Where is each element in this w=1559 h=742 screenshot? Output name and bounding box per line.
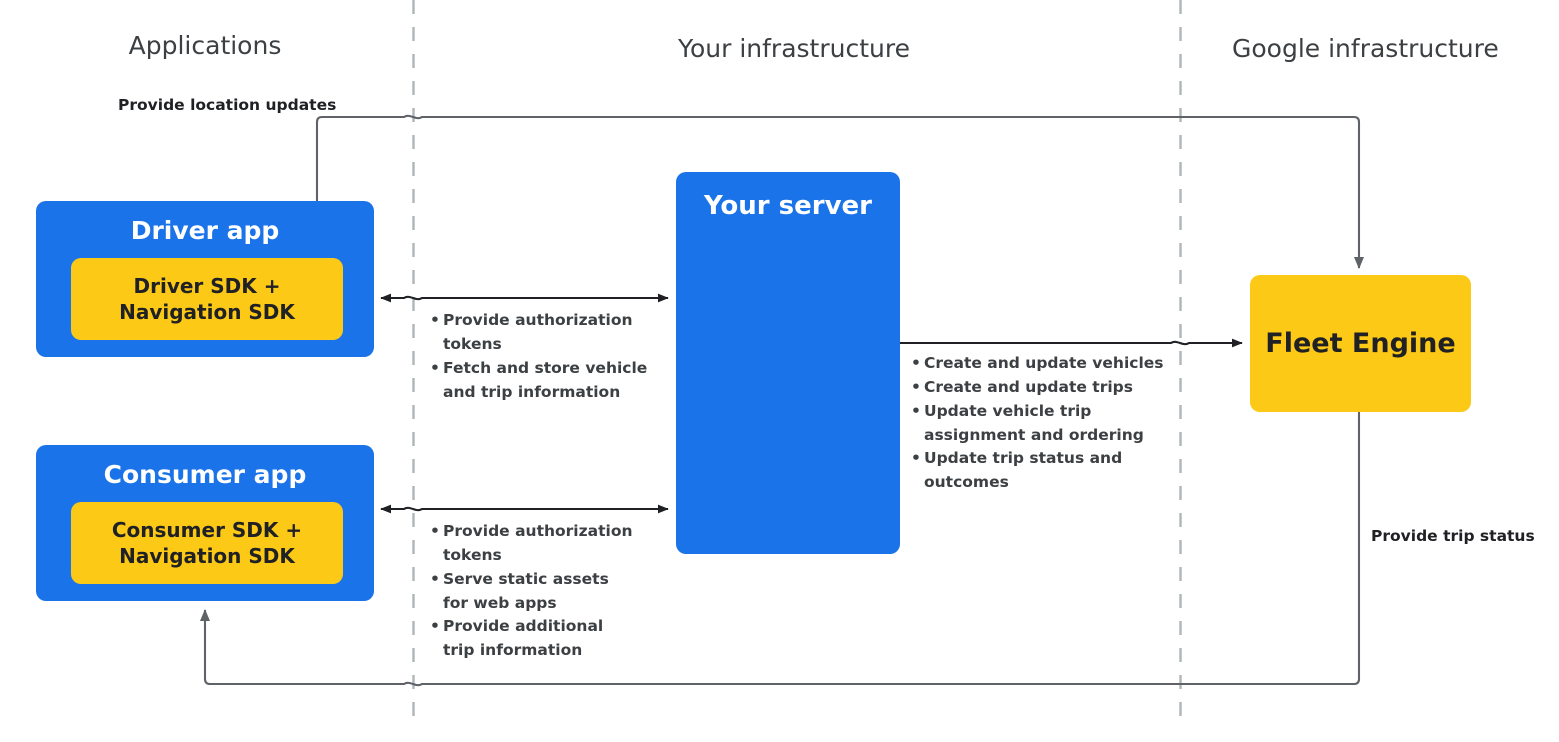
- edge-consumer-server: [380, 504, 669, 514]
- node-fleet-engine[interactable]: Fleet Engine: [1250, 275, 1471, 412]
- driver-sdk-label: Driver SDK + Navigation SDK: [119, 273, 295, 324]
- list-item: Provide additional trip information: [430, 615, 655, 663]
- zone-title-applications: Applications: [128, 31, 282, 60]
- edge-bullets-consumer-server: Provide authorization tokens Serve stati…: [430, 520, 655, 663]
- fleet-engine-label: Fleet Engine: [1265, 328, 1456, 359]
- list-item: Provide authorization tokens: [430, 309, 655, 357]
- edge-label-location-updates: Provide location updates: [118, 96, 337, 114]
- node-driver-app[interactable]: Driver app Driver SDK + Navigation SDK: [36, 201, 374, 357]
- zone-title-your-infrastructure: Your infrastructure: [678, 34, 910, 63]
- edge-label-trip-status: Provide trip status: [1371, 527, 1535, 545]
- list-item: Fetch and store vehicle and trip informa…: [430, 357, 655, 405]
- list-item: Provide authorization tokens: [430, 520, 655, 568]
- your-server-title: Your server: [703, 191, 873, 221]
- node-consumer-sdk[interactable]: Consumer SDK + Navigation SDK: [71, 502, 343, 584]
- list-item: Create and update vehicles: [911, 352, 1173, 376]
- edge-bullets-driver-server: Provide authorization tokens Fetch and s…: [430, 309, 655, 404]
- node-driver-sdk[interactable]: Driver SDK + Navigation SDK: [71, 258, 343, 340]
- zone-title-google-infrastructure: Google infrastructure: [1232, 34, 1499, 63]
- list-item: Update trip status and outcomes: [911, 447, 1173, 495]
- edge-server-engine: [900, 338, 1243, 348]
- driver-app-title: Driver app: [130, 216, 280, 245]
- node-consumer-app[interactable]: Consumer app Consumer SDK + Navigation S…: [36, 445, 374, 601]
- node-your-server[interactable]: Your server: [676, 172, 900, 554]
- consumer-sdk-label: Consumer SDK + Navigation SDK: [111, 517, 303, 568]
- edge-driver-server: [380, 293, 669, 303]
- edge-bullets-server-engine: Create and update vehicles Create and up…: [911, 352, 1173, 495]
- list-item: Serve static assets for web apps: [430, 568, 655, 616]
- list-item: Update vehicle trip assignment and order…: [911, 400, 1173, 448]
- list-item: Create and update trips: [911, 376, 1173, 400]
- consumer-app-title: Consumer app: [103, 460, 307, 489]
